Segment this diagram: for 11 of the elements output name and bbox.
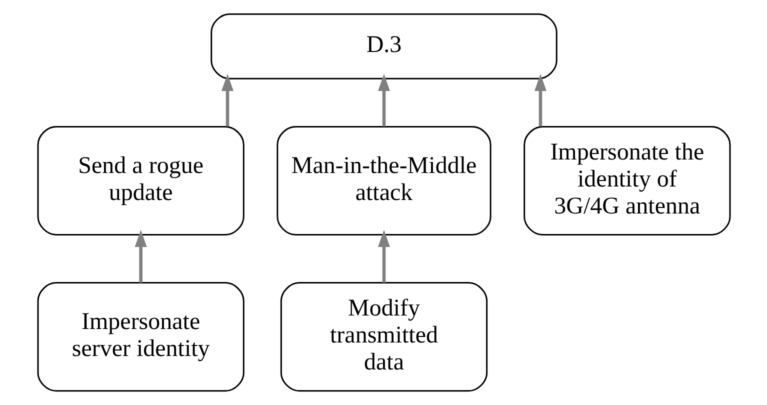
arrow [378,74,390,126]
arrow [534,74,546,126]
node-box: Man-in-the-Middle attack [276,126,491,236]
node-box: Send a rogue update [36,126,244,236]
node-box: Impersonate server identity [36,282,244,392]
node-box: Modify transmitted data [280,282,488,392]
node-box: D.3 [210,13,557,80]
arrow [378,230,390,283]
arrow [134,230,146,283]
node-box: Impersonate the identity of 3G/4G antenna [523,126,730,236]
arrow [221,74,234,126]
